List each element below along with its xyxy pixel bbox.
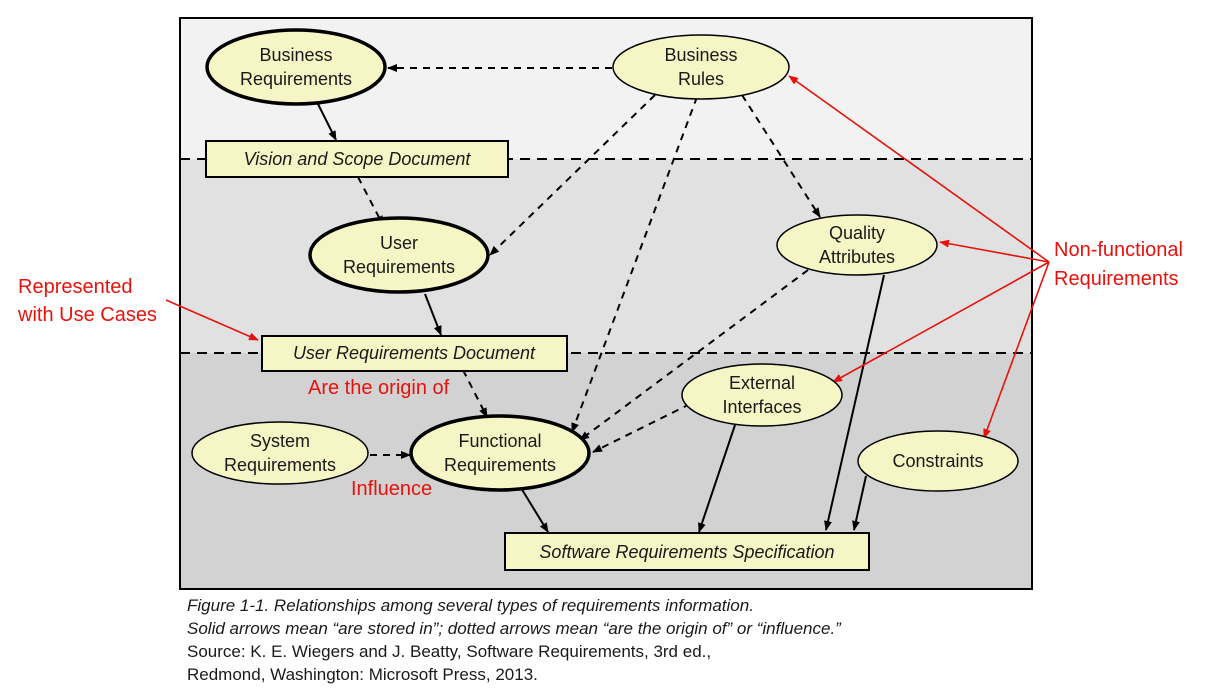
- user-requirements-doc-label: User Requirements Document: [293, 343, 536, 363]
- svg-text:Requirements: Requirements: [224, 455, 336, 475]
- influence-label: Influence: [351, 478, 432, 500]
- svg-text:Business: Business: [259, 45, 332, 65]
- quality-attributes-line1: Quality: [829, 223, 885, 243]
- svg-text:Requirements: Requirements: [1054, 268, 1179, 290]
- system-requirements-node: System Requirements: [191, 421, 369, 485]
- system-requirements-line1: System: [250, 431, 310, 451]
- source-citation: Source: K. E. Wiegers and J. Beatty, Sof…: [187, 642, 712, 661]
- arrow-rules-to-quality: [741, 94, 821, 218]
- arrow-nonfunc-to-constraints: [983, 261, 1050, 439]
- arrow-represented-to-userdoc: [165, 299, 259, 341]
- quality-attributes-node: Quality Attributes: [776, 214, 938, 276]
- business-requirements-node: Business Requirements: [205, 28, 387, 106]
- arrow-functional-to-srs: [517, 482, 549, 533]
- svg-text:Interfaces: Interfaces: [722, 397, 801, 417]
- functional-requirements-line2: Requirements: [444, 455, 556, 475]
- svg-text:System: System: [250, 431, 310, 451]
- publisher-citation: Redmond, Washington: Microsoft Press, 20…: [187, 665, 538, 684]
- figure-caption: Figure 1-1. Relationships among several …: [187, 596, 754, 615]
- non-functional-line2: Requirements: [1054, 268, 1179, 290]
- vision-scope-document: Vision and Scope Document: [205, 140, 509, 178]
- svg-text:Requirements: Requirements: [343, 257, 455, 277]
- arrow-external-to-functional: [592, 403, 691, 453]
- vision-scope-label: Vision and Scope Document: [244, 149, 472, 169]
- svg-text:Attributes: Attributes: [819, 247, 895, 267]
- external-interfaces-node: External Interfaces: [681, 363, 843, 427]
- business-rules-line2: Rules: [678, 69, 724, 89]
- business-rules-node: Business Rules: [612, 34, 790, 100]
- svg-text:with Use Cases: with Use Cases: [17, 304, 157, 326]
- origin-label: Are the origin of: [308, 377, 450, 399]
- connectors: [317, 64, 885, 533]
- functional-requirements-node: Functional Requirements: [409, 414, 591, 492]
- svg-text:Vision and Scope Document: Vision and Scope Document: [244, 149, 472, 169]
- srs-document: Software Requirements Specification: [504, 532, 870, 571]
- functional-requirements-line1: Functional: [458, 431, 541, 451]
- represented-line2: with Use Cases: [17, 304, 157, 326]
- figure-legend: Solid arrows mean “are stored in”; dotte…: [187, 619, 841, 638]
- arrow-quality-to-functional: [579, 269, 809, 441]
- svg-text:Business: Business: [664, 45, 737, 65]
- arrow-business-req-to-vision: [317, 103, 337, 141]
- svg-text:External: External: [729, 373, 795, 393]
- system-requirements-line2: Requirements: [224, 455, 336, 475]
- svg-text:Constraints: Constraints: [892, 451, 983, 471]
- non-functional-line1: Non-functional: [1054, 239, 1183, 261]
- arrow-quality-to-srs: [824, 274, 885, 531]
- svg-text:Represented: Represented: [18, 276, 133, 298]
- requirements-relationship-diagram: Business Requirements Business Rules Use…: [17, 17, 1183, 590]
- arrow-nonfunc-to-external: [832, 261, 1050, 383]
- user-requirements-document: User Requirements Document: [261, 335, 568, 372]
- quality-attributes-line2: Attributes: [819, 247, 895, 267]
- diagram-frame: [179, 17, 1033, 590]
- annotation-arrows: [165, 75, 1050, 439]
- constraints-label: Constraints: [892, 451, 983, 471]
- business-requirements-line2: Requirements: [240, 69, 352, 89]
- user-requirements-node: User Requirements: [308, 216, 490, 294]
- external-interfaces-line2: Interfaces: [722, 397, 801, 417]
- arrow-user-req-to-userdoc: [424, 293, 442, 336]
- user-requirements-line2: Requirements: [343, 257, 455, 277]
- svg-text:Are the origin of: Are the origin of: [308, 377, 450, 399]
- svg-text:User: User: [380, 233, 418, 253]
- arrow-vision-to-user-req: [357, 176, 384, 226]
- svg-text:Non-functional: Non-functional: [1054, 239, 1183, 261]
- svg-text:Influence: Influence: [351, 478, 432, 500]
- svg-text:User Requirements Document: User Requirements Document: [293, 343, 536, 363]
- arrow-nonfunc-to-quality: [939, 239, 1050, 263]
- user-requirements-line1: User: [380, 233, 418, 253]
- arrow-external-to-srs: [698, 424, 736, 533]
- arrow-constraints-to-srs: [852, 475, 867, 531]
- svg-text:Functional: Functional: [458, 431, 541, 451]
- svg-text:Rules: Rules: [678, 69, 724, 89]
- business-requirements-line1: Business: [259, 45, 332, 65]
- svg-text:Quality: Quality: [829, 223, 885, 243]
- arrow-nonfunc-to-rules: [788, 75, 1050, 263]
- represented-line1: Represented: [18, 276, 133, 298]
- external-interfaces-line1: External: [729, 373, 795, 393]
- business-rules-line1: Business: [664, 45, 737, 65]
- svg-text:Requirements: Requirements: [240, 69, 352, 89]
- constraints-node: Constraints: [857, 430, 1019, 492]
- srs-label: Software Requirements Specification: [539, 542, 834, 562]
- arrow-userdoc-to-functional: [462, 369, 488, 418]
- svg-text:Software Requirements Specific: Software Requirements Specification: [539, 542, 834, 562]
- svg-text:Requirements: Requirements: [444, 455, 556, 475]
